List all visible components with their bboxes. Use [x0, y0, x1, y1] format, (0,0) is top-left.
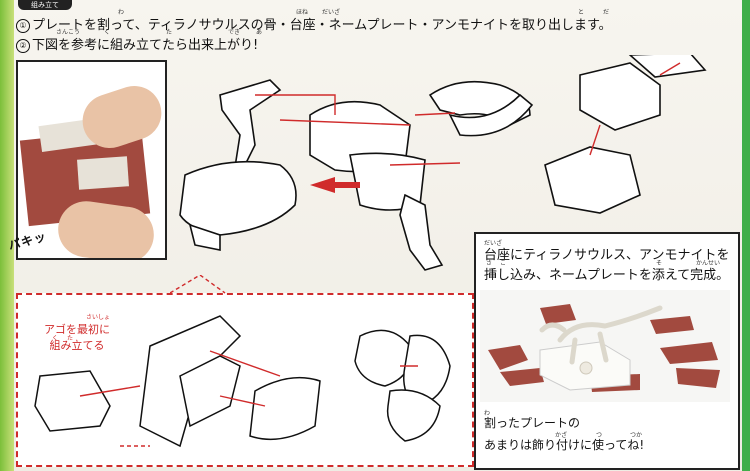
plate-shard	[650, 316, 694, 334]
note-line: 組み立てる	[49, 339, 105, 352]
completed-model-photo	[480, 290, 730, 402]
plate-shard	[540, 304, 576, 324]
furigana: あ	[256, 29, 263, 36]
hind-leg	[399, 193, 444, 271]
furigana: さいしょ	[86, 314, 111, 321]
ammonite-model	[579, 361, 593, 375]
furigana: かざ	[555, 432, 568, 439]
skull	[179, 160, 297, 236]
step-number: ②	[16, 39, 30, 53]
guide-line	[389, 162, 461, 166]
furigana: つ	[596, 432, 603, 439]
jaw-first-note: アゴを最初に 組み立てる	[44, 322, 110, 354]
final-tip: あまりは飾り付けに使ってね!	[484, 438, 645, 452]
name-plate	[628, 55, 707, 78]
guide-line	[255, 94, 336, 115]
guide-line	[589, 124, 601, 156]
skeleton-leg	[569, 337, 578, 365]
jaw-assembly-diagram	[34, 315, 451, 448]
furigana: と	[578, 9, 585, 16]
arm-bone	[219, 79, 282, 169]
furigana: つか	[630, 432, 643, 439]
furigana: ほね	[296, 9, 309, 16]
arrow-indicator	[310, 177, 360, 193]
skeleton-leg	[597, 331, 609, 363]
furigana: わ	[484, 410, 491, 417]
guide-line	[219, 395, 266, 407]
completed-model-illustration	[488, 304, 720, 392]
skeleton-skull	[539, 322, 567, 333]
package-edge-right	[742, 0, 750, 471]
package-edge-left	[0, 0, 14, 471]
ammonite-half	[354, 329, 412, 387]
furigana: た	[166, 29, 173, 36]
final-instruction: 挿し込み、ネームプレートを添えて完成。	[484, 268, 730, 283]
guide-line	[279, 119, 411, 126]
furigana: く	[104, 29, 111, 36]
lower-jaw	[188, 223, 221, 251]
guide-line	[414, 112, 456, 116]
furigana: た	[67, 335, 74, 342]
furigana: だ	[603, 9, 610, 16]
plate-shard	[676, 368, 720, 388]
furigana: でき	[228, 29, 241, 36]
furigana: さんこう	[56, 29, 81, 36]
plate-shard	[660, 342, 718, 364]
final-tip: 割ったプレートの	[484, 416, 581, 430]
jaw-part	[34, 370, 111, 432]
tail-bone-lower	[448, 93, 534, 137]
plate-breaking-photo	[16, 60, 167, 260]
final-instruction: 台座にティラノサウルス、アンモナイトを	[484, 248, 730, 263]
furigana: だいざ	[484, 240, 503, 247]
lower-jaw-part	[179, 355, 241, 428]
skeleton-spine	[557, 305, 663, 343]
furigana: わ	[118, 9, 125, 16]
furigana: く	[52, 335, 59, 342]
step-tab: 组み立て	[18, 0, 72, 10]
furigana: だいざ	[322, 9, 341, 16]
note-line: アゴを最初に	[44, 323, 110, 336]
step-number: ①	[16, 19, 30, 33]
plate-shard	[500, 368, 544, 386]
assembled-skull	[249, 376, 321, 441]
furigana: そ	[656, 260, 663, 267]
furigana: さ	[486, 260, 493, 267]
furigana: かんせい	[696, 260, 721, 267]
guide-line	[79, 385, 141, 397]
guide-line	[209, 350, 281, 377]
assembly-diagram	[179, 55, 707, 271]
stand-piece	[579, 62, 661, 131]
ammonite-assembled	[386, 389, 441, 442]
plate-piece	[77, 156, 129, 190]
guide-line	[659, 62, 681, 76]
plate-shard	[488, 345, 528, 370]
instruction-text: プレートを割って、ティラノサウルスの骨・台座・ネームプレート・アンモナイトを取り…	[32, 18, 612, 33]
instruction-text: 下図を参考に組み立てたら出来上がり!	[32, 38, 259, 53]
stand-base	[544, 146, 641, 214]
ammonite-half	[403, 334, 451, 407]
furigana: こ	[500, 260, 507, 267]
